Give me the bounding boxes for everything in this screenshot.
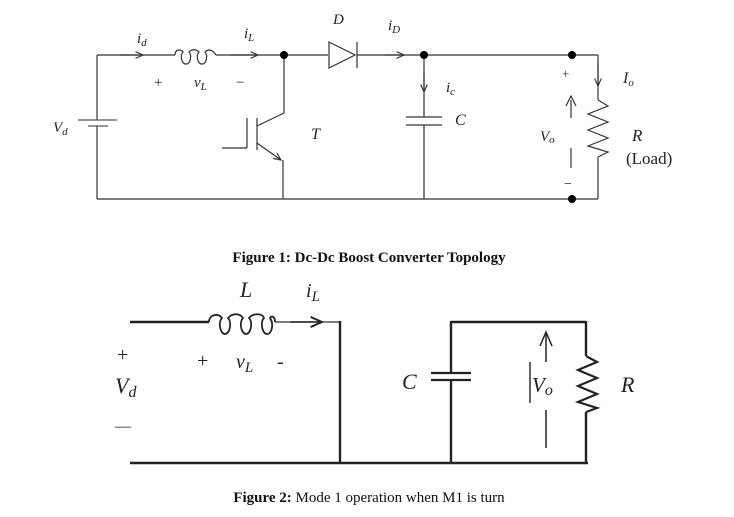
- label-il: iL: [306, 280, 320, 305]
- label-inductor: L: [239, 277, 252, 302]
- diode-symbol: [328, 41, 358, 69]
- label-id-diode: iD: [388, 18, 400, 36]
- label-capacitor: C: [402, 369, 417, 394]
- figure-2-caption: Figure 2: Mode 1 operation when M1 is tu…: [233, 490, 505, 506]
- label-vl-plus: +: [197, 350, 208, 372]
- label-diode: D: [332, 12, 344, 28]
- inductor-symbol: [208, 313, 276, 335]
- label-resistor-load: (Load): [626, 149, 672, 168]
- label-vl: vL: [236, 351, 253, 376]
- label-vl-plus: +: [154, 75, 162, 91]
- label-vd-minus: —: [114, 418, 132, 435]
- transistor-symbol: [222, 112, 285, 160]
- label-vl-minus: −: [236, 75, 244, 91]
- battery-symbol: [78, 119, 117, 127]
- label-vo-plus: +: [562, 66, 569, 81]
- node-switch: [280, 51, 288, 59]
- resistor-symbol: [574, 355, 601, 414]
- label-vl-minus: -: [277, 351, 284, 373]
- terminal-output-minus: [568, 195, 576, 203]
- label-vd: Vd: [115, 373, 137, 401]
- figure-1-caption: Figure 1: Dc-Dc Boost Converter Topology: [232, 250, 506, 266]
- capacitor-symbol: [406, 116, 442, 126]
- label-vd-plus: +: [117, 344, 128, 366]
- label-resistor: R: [620, 372, 635, 397]
- figure-1-boost-converter: id iL + vL − Vd D iD ic C T + Vo − Io R …: [53, 12, 672, 203]
- figure-2-mode1-circuit: L iL + Vd — + vL - C Vo R: [114, 277, 635, 465]
- terminal-output-plus: [568, 51, 576, 59]
- label-ic: ic: [446, 80, 455, 98]
- label-id: id: [137, 31, 147, 49]
- wires: [96, 54, 599, 200]
- label-vo: Vo: [540, 129, 555, 146]
- label-il: iL: [244, 26, 254, 44]
- label-resistor: R: [631, 126, 643, 145]
- node-cap: [420, 51, 428, 59]
- label-capacitor: C: [455, 112, 466, 129]
- output-voltage-arrow: [565, 94, 577, 168]
- output-voltage-arrow: [529, 330, 553, 448]
- label-vo-minus: −: [564, 177, 572, 192]
- label-vd: Vd: [53, 120, 68, 138]
- label-vo: Vo: [532, 373, 553, 399]
- inductor-symbol: [174, 49, 217, 65]
- label-transistor: T: [311, 126, 321, 143]
- label-io: Io: [622, 70, 634, 89]
- label-vl: vL: [194, 75, 207, 93]
- resistor-load-symbol: [586, 99, 610, 158]
- capacitor-symbol: [431, 371, 471, 382]
